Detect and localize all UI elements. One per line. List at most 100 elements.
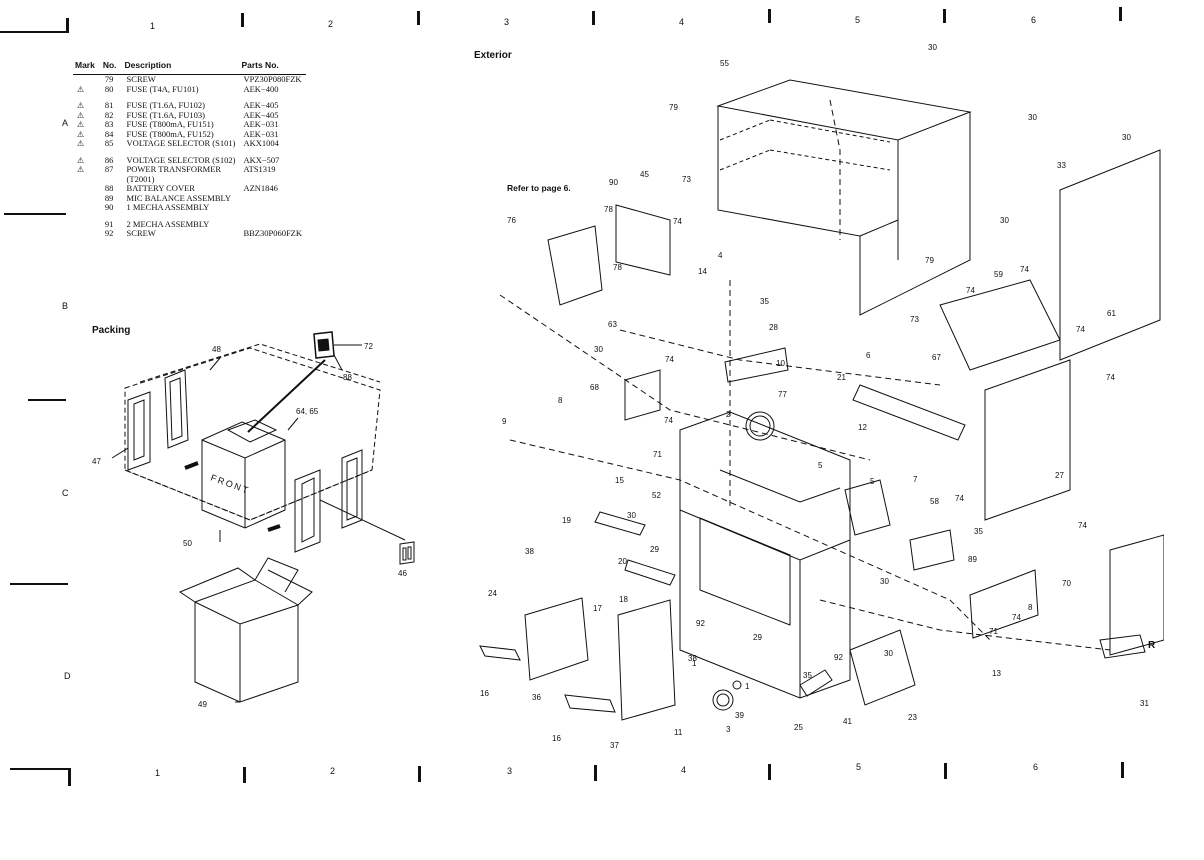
callout-number: 7 <box>913 475 918 484</box>
left-margin-rule <box>28 399 66 401</box>
callout-number: 30 <box>1028 113 1037 122</box>
exterior-title: Exterior <box>474 50 512 61</box>
column-number-bottom: 4 <box>681 765 687 775</box>
cell-no: 90 <box>104 202 114 212</box>
packing-title: Packing <box>92 325 131 336</box>
callout-number: 72 <box>364 342 373 351</box>
callout-number: 18 <box>619 595 628 604</box>
callout-number: 30 <box>627 511 636 520</box>
header-no: No. <box>100 60 123 75</box>
cell-no: 84 <box>104 128 114 139</box>
cell-mark: ⚠ <box>77 120 85 129</box>
callout-number: 50 <box>183 539 192 548</box>
cell-mark <box>73 229 101 239</box>
column-divider-top <box>241 13 244 27</box>
cell-no: 79 <box>104 74 114 84</box>
callout-number: 38 <box>525 547 534 556</box>
callout-number: 8 <box>558 396 563 405</box>
callout-number: 35 <box>974 527 983 536</box>
callout-number: 14 <box>698 267 707 276</box>
callout-number: 74 <box>1012 613 1021 622</box>
header-parts-no: Parts No. <box>239 60 307 75</box>
cell-mark: ⚠ <box>77 84 85 94</box>
cell-parts-no: AEK−405 <box>243 109 279 120</box>
parts-table-header: Mark No. Description Parts No. <box>73 60 307 75</box>
cell-description: FUSE (T800mA, FU152) <box>126 128 214 139</box>
callout-number: 9 <box>502 417 507 426</box>
cell-mark <box>73 75 101 85</box>
row-letter: C <box>62 488 69 498</box>
callout-number: 79 <box>669 103 678 112</box>
cell-no: 82 <box>104 109 114 120</box>
cell-mark: ⚠ <box>77 110 85 120</box>
column-divider-bottom <box>1121 762 1124 778</box>
cell-parts-no: BBZ30P060FZK <box>243 228 303 238</box>
cell-no: 85 <box>104 138 114 148</box>
table-row: 79 SCREW VPZ30P080FZK <box>73 74 306 85</box>
callout-number: 30 <box>594 345 603 354</box>
callout-number: 71 <box>989 627 998 636</box>
callout-number: 29 <box>650 545 659 554</box>
callout-number: 36 <box>532 693 541 702</box>
callout-number: 3 <box>726 725 731 734</box>
cell-mark <box>73 184 101 194</box>
callout-number: 33 <box>1057 161 1066 170</box>
cell-mark <box>73 203 101 213</box>
cell-description: SCREW <box>126 74 156 84</box>
cell-mark <box>73 220 101 230</box>
table-row: ⚠ 86 VOLTAGE SELECTOR (S102) AKX−507 <box>73 154 306 166</box>
callout-number: 63 <box>608 320 617 329</box>
column-divider-bottom <box>594 765 597 781</box>
callout-number: 2 <box>726 410 731 419</box>
callout-number: 10 <box>776 359 785 368</box>
column-divider-bottom <box>243 767 246 783</box>
callout-number: 27 <box>1055 471 1064 480</box>
callout-number: 73 <box>910 315 919 324</box>
cell-mark: ⚠ <box>77 155 85 165</box>
left-margin-rule <box>4 213 66 215</box>
cell-no: 83 <box>104 119 114 129</box>
callout-number: 5 <box>818 461 823 470</box>
cell-description: SCREW <box>126 228 156 238</box>
cell-description: VOLTAGE SELECTOR (S102) <box>126 154 236 165</box>
cell-description: POWER TRANSFORMER <box>126 164 222 174</box>
cell-parts-no: AKX−507 <box>243 154 280 165</box>
cell-mark <box>73 194 101 204</box>
callout-number: 16 <box>480 689 489 698</box>
callout-number: 52 <box>652 491 661 500</box>
callout-number: 38 <box>688 654 697 663</box>
cell-no: 91 <box>104 218 114 229</box>
callout-number: 4 <box>718 251 723 260</box>
cell-no: 80 <box>104 83 114 94</box>
callout-number: 24 <box>488 589 497 598</box>
column-divider-top <box>592 11 595 25</box>
callout-number: 39 <box>735 711 744 720</box>
cell-description: 2 MECHA ASSEMBLY <box>126 218 210 229</box>
cell-no: 86 <box>104 154 114 165</box>
column-divider-bottom <box>768 764 771 780</box>
column-divider-bottom <box>418 766 421 782</box>
row-letter: A <box>62 118 69 128</box>
cell-parts-no: AZN1846 <box>243 183 278 193</box>
callout-number: 67 <box>932 353 941 362</box>
cell-parts-no: VPZ30P080FZK <box>243 74 302 84</box>
corner-tick-bottom-left <box>68 768 71 786</box>
callout-number: 30 <box>928 43 937 52</box>
callout-number: 46 <box>398 569 407 578</box>
cell-parts-no: AEK−031 <box>243 119 279 129</box>
callout-number: 77 <box>778 390 787 399</box>
callout-number: 74 <box>664 416 673 425</box>
column-divider-top <box>943 9 946 23</box>
callout-number: 30 <box>1122 133 1131 142</box>
column-number-top: 4 <box>679 17 685 27</box>
